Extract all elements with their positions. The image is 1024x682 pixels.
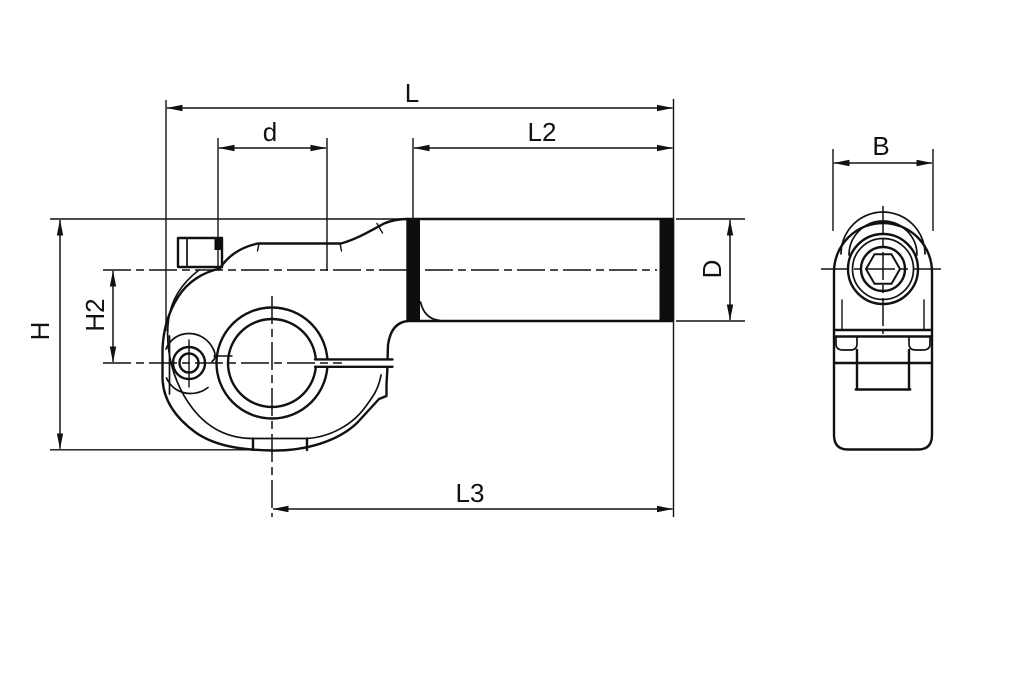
tab-outline (176, 236, 224, 269)
dimensions: L d L2 L3 H H2 D B (25, 78, 933, 513)
corner-pocket-left (835, 337, 858, 351)
clamp-slit (313, 358, 394, 368)
dimension-D: D (697, 219, 734, 321)
dimension-L: L (166, 78, 673, 112)
side-clamp-block (832, 328, 934, 391)
dim-label-d: d (263, 117, 277, 147)
handle-fillet-arc (419, 301, 441, 322)
dimension-L2: L2 (413, 117, 673, 152)
dim-label-H2: H2 (80, 298, 110, 331)
dimension-B: B (833, 131, 933, 167)
dim-label-L2: L2 (528, 117, 557, 147)
side-view (821, 206, 945, 451)
dimension-L3: L3 (272, 478, 673, 513)
handle (406, 217, 675, 323)
screw-boss-top (165, 332, 215, 351)
centerlines-side (821, 206, 945, 334)
dimension-H: H (25, 219, 64, 450)
dim-label-L: L (405, 78, 419, 108)
slit-gap (313, 359, 393, 367)
clamp-ring (215, 306, 394, 452)
clamp-ear-tab (176, 236, 224, 269)
hex-socket (864, 253, 902, 285)
corner-pocket-right (908, 337, 931, 351)
dimension-H2: H2 (80, 270, 117, 363)
plateau-tick-right (339, 242, 343, 252)
dim-label-B: B (872, 131, 889, 161)
dim-label-L3: L3 (456, 478, 485, 508)
dim-label-H: H (25, 322, 55, 341)
side-body (832, 221, 934, 451)
edge-ticks (256, 222, 441, 322)
neck-chamfer-tick (376, 222, 384, 234)
centerlines-front (103, 269, 657, 517)
extension-lines (50, 99, 934, 517)
clamp-body (161, 217, 410, 452)
handle-right-band (659, 218, 673, 322)
plateau-tick-left (256, 242, 260, 252)
dim-label-D: D (697, 260, 727, 279)
clamp-screw (165, 332, 233, 395)
screw-boss-bottom (165, 377, 209, 395)
inner-wall-arc (166, 269, 382, 440)
front-view (103, 217, 675, 517)
dimension-d: d (218, 117, 327, 152)
